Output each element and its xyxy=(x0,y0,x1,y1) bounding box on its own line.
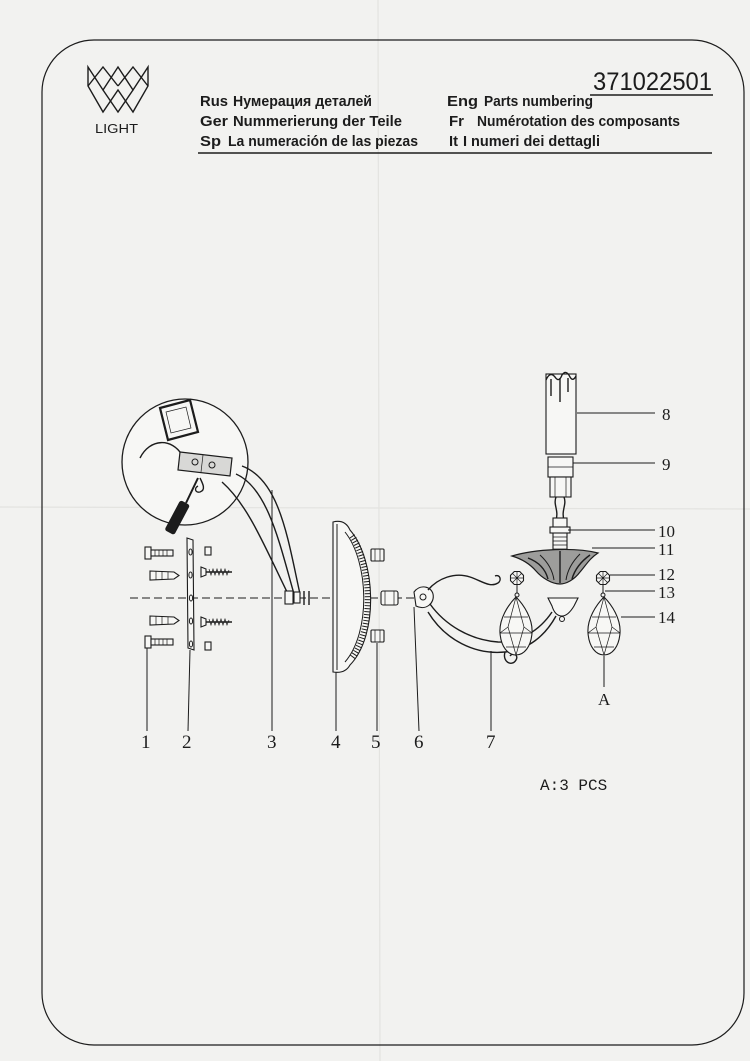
part-9-socket xyxy=(547,456,574,521)
bolt-top xyxy=(144,546,174,560)
screwdriver-icon xyxy=(165,477,199,535)
lang-code-eng: Eng xyxy=(447,94,478,110)
plate-nut-bottom xyxy=(204,641,212,651)
plate-nut-top xyxy=(204,546,212,556)
part-8-candle-sleeve xyxy=(545,371,577,455)
part-label-14: 14 xyxy=(658,608,676,627)
lang-code-fr: Fr xyxy=(449,114,464,130)
wood-screws xyxy=(200,566,232,628)
part-4-canopy xyxy=(332,520,372,673)
lang-code-sp: Sp xyxy=(200,134,221,150)
terminal-block xyxy=(177,451,233,477)
detail-label-a: A xyxy=(598,690,611,709)
octagon-crystal-left xyxy=(509,570,525,586)
part-14-pendants xyxy=(499,595,621,657)
part-label-2: 2 xyxy=(182,732,192,753)
heading-it: I numeri dei dettagli xyxy=(463,134,600,150)
part-1-bolts xyxy=(144,546,174,649)
leader-lines xyxy=(146,412,655,732)
junction-box-cover xyxy=(158,398,200,442)
part-label-10: 10 xyxy=(658,522,675,541)
octagon-crystal-right xyxy=(595,570,611,586)
logo-wordmark: LIGHT xyxy=(95,121,138,136)
heading-eng: Parts numbering xyxy=(484,94,593,110)
heading-fr: Numérotation des composants xyxy=(477,114,680,130)
mw-light-logo-icon xyxy=(87,64,149,114)
part-label-8: 8 xyxy=(662,405,671,424)
part-2-mounting-plate xyxy=(186,537,212,651)
wiring-detail-magnifier xyxy=(121,398,249,535)
quantity-note: A:3 PCS xyxy=(540,777,607,795)
lang-code-it: It xyxy=(449,134,458,150)
part-13-hooks xyxy=(514,585,606,598)
heading-block: Rus Нумерация деталей Ger Nummerierung d… xyxy=(200,94,680,150)
heading-rus: Нумерация деталей xyxy=(233,94,372,110)
part-label-5: 5 xyxy=(371,732,381,753)
page-frame xyxy=(41,39,745,1046)
lang-code-rus: Rus xyxy=(200,94,228,110)
heading-ger: Nummerierung der Teile xyxy=(233,114,402,130)
part-6-connector xyxy=(380,590,399,606)
article-number: 371022501 xyxy=(593,68,712,96)
part-11-bobeche xyxy=(509,548,600,585)
wall-plugs xyxy=(149,570,180,626)
part-label-9: 9 xyxy=(662,455,671,474)
part-label-12: 12 xyxy=(658,565,675,584)
part-label-3: 3 xyxy=(267,732,277,753)
pendant-left xyxy=(499,595,533,657)
heading-sp: La numeración de las piezas xyxy=(228,134,418,150)
part-label-7: 7 xyxy=(486,732,496,753)
part-label-6: 6 xyxy=(414,732,424,753)
part-10-threaded-pipe xyxy=(549,517,571,555)
part-label-13: 13 xyxy=(658,583,675,602)
part-label-4: 4 xyxy=(331,732,341,753)
part-labels: 1 2 3 4 5 6 7 8 9 10 11 12 13 14 A xyxy=(141,405,676,753)
lang-code-ger: Ger xyxy=(200,114,228,130)
part-5-nuts xyxy=(370,548,385,643)
bolt-bottom xyxy=(144,635,174,649)
part-label-1: 1 xyxy=(141,732,151,753)
part-7-arm xyxy=(413,574,579,664)
part-12-octagon-crystals xyxy=(509,570,611,586)
pendant-right xyxy=(587,595,621,657)
part-label-11: 11 xyxy=(658,540,674,559)
